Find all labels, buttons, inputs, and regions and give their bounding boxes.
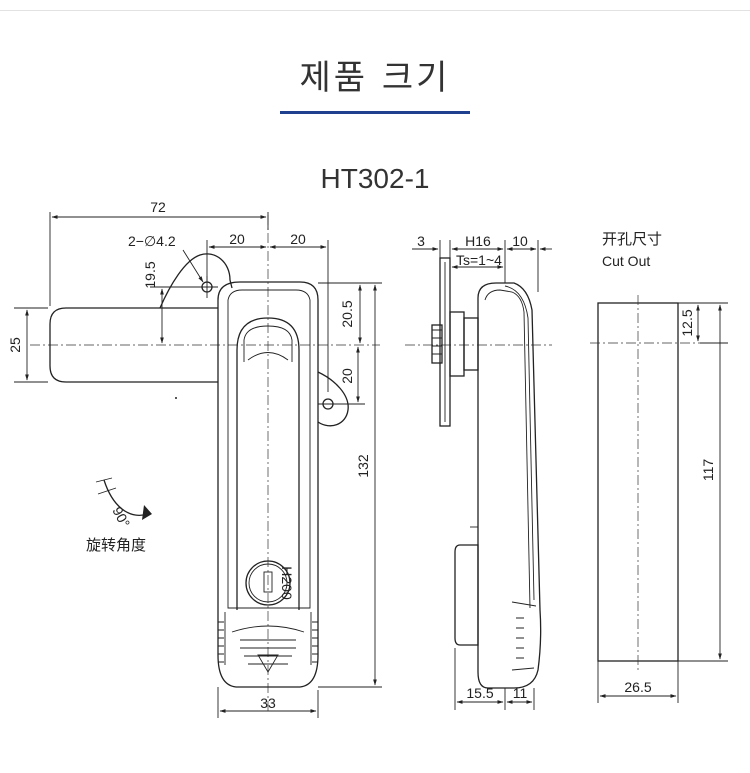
side-handle-inner (484, 289, 531, 609)
dim-left-20: 20 (229, 231, 245, 247)
dim-19-5: 19.5 (142, 261, 158, 288)
side-grip-ribs (511, 601, 537, 671)
side-cam-block (449, 311, 465, 377)
grip-ribs-left (218, 621, 224, 663)
side-nut (431, 324, 443, 364)
front-view: H200 90° 旋转角度 72 20 (7, 199, 382, 718)
dim-20-vertical: 20 (339, 368, 355, 384)
grip-ribs-right (312, 621, 318, 663)
title-underline (280, 111, 470, 114)
cutout-dim-26-5: 26.5 (624, 679, 651, 695)
side-washer (463, 317, 479, 371)
lever-cam (159, 253, 233, 309)
cutout-view: 开孔尺寸 Cut Out 12.5 117 26.5 (590, 230, 728, 703)
grip-arrow-emblem (231, 625, 305, 673)
key-code: H200 (279, 566, 295, 600)
cutout-label-cn: 开孔尺寸 (602, 230, 662, 248)
rotation-caption: 旋转角度 (86, 536, 146, 554)
dim-20-5: 20.5 (339, 300, 355, 327)
dim-right-20: 20 (290, 231, 306, 247)
side-dim-h16: H16 (465, 233, 491, 249)
side-dim-10: 10 (512, 233, 528, 249)
rotation-arrow-icon (103, 479, 149, 516)
dim-132: 132 (355, 454, 371, 478)
cutout-dim-117: 117 (700, 459, 716, 482)
grip-recess (236, 317, 300, 610)
side-dim-11: 11 (513, 685, 528, 701)
rotation-angle: 90° (109, 504, 133, 530)
side-handle-body (477, 282, 542, 689)
side-dim-15-5: 15.5 (466, 685, 493, 701)
dim-72: 72 (150, 199, 166, 215)
side-lower-grip (454, 544, 479, 646)
dim-33: 33 (260, 695, 276, 711)
lower-grip (224, 612, 312, 665)
dim-25: 25 (7, 337, 23, 353)
dim-hole-spec: 2−∅4.2 (128, 233, 176, 249)
page-title: 제품 크기 (299, 58, 451, 98)
side-view: 3 H16 10 Ts=1~4 15.5 11 (405, 233, 552, 710)
body-inner (227, 289, 311, 609)
side-dim-ts: Ts=1~4 (456, 252, 502, 268)
rotation-indicator: 90° (95, 477, 152, 530)
cutout-label-en: Cut Out (602, 253, 650, 269)
top-divider (0, 0, 750, 11)
body-outer (217, 281, 319, 688)
key-slot (263, 571, 273, 593)
handle-lever (49, 307, 218, 383)
mount-tab-lower (317, 371, 349, 427)
side-dim-3: 3 (417, 233, 425, 249)
grip-slot (243, 325, 293, 362)
model-number: HT302-1 (320, 163, 430, 194)
lock-cylinder (245, 560, 291, 606)
cutout-dim-12-5: 12.5 (679, 309, 695, 336)
